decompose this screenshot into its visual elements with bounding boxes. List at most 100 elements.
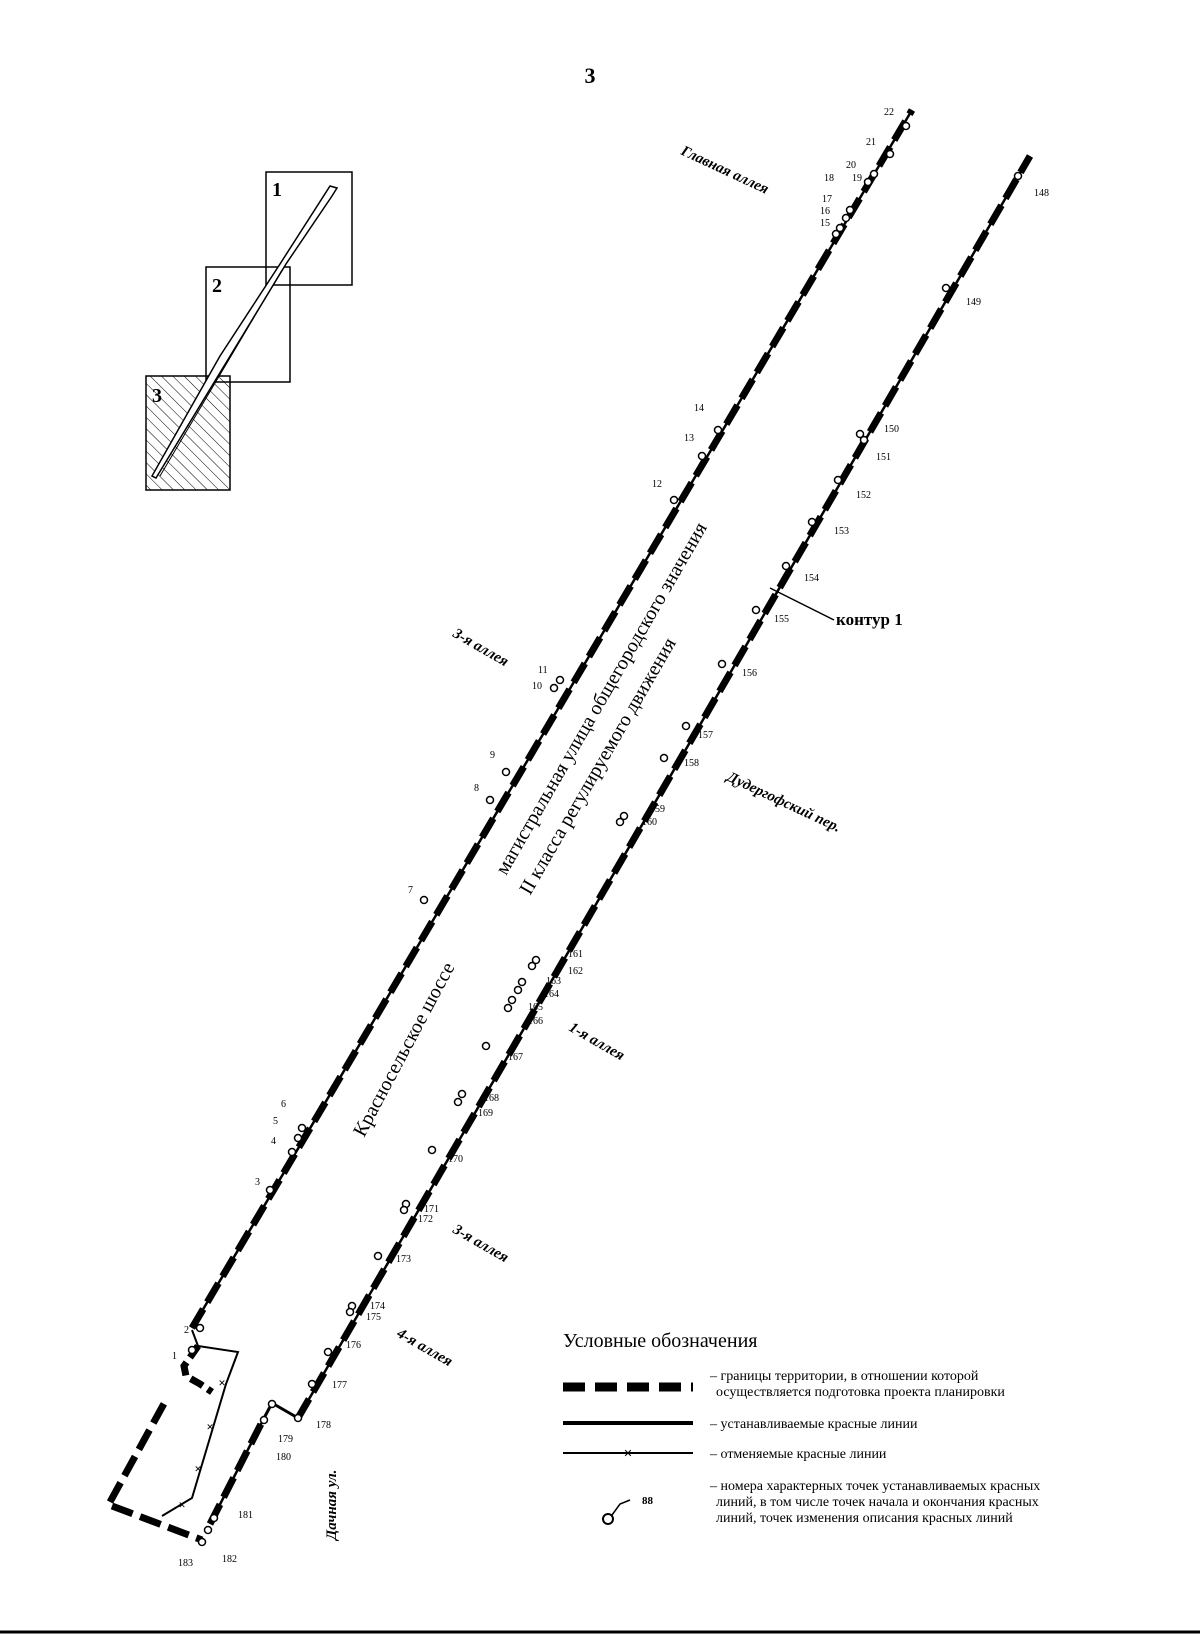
- point-label: 150: [884, 424, 899, 435]
- inset-label-1: 1: [272, 179, 282, 201]
- point-marker: [669, 495, 679, 505]
- point-marker: [781, 561, 791, 571]
- point-label: 176: [346, 1340, 361, 1351]
- left-point-labels: 1 2 3 4 5 6 7 8 9 10 11 12 13 14 15 16 1…: [172, 107, 894, 1362]
- point-marker: [1013, 171, 1023, 181]
- right-point-labels: 148 149 150 151 152 153 154 155 156 157 …: [178, 188, 1049, 1569]
- contour-callout: контур 1: [769, 587, 903, 629]
- point-label: 7: [408, 885, 413, 896]
- svg-text:✕: ✕: [178, 1500, 186, 1510]
- point-marker: [503, 1003, 513, 1013]
- inset-inner-line: [159, 269, 283, 477]
- inset-frame-1: [265, 171, 353, 286]
- point-marker: [287, 1147, 297, 1157]
- legend-item-3: – отменяемые красные линии: [709, 1447, 887, 1462]
- right-red-line-group: [206, 154, 1034, 1526]
- contour-leader: [769, 587, 835, 621]
- point-label: 19: [852, 173, 862, 184]
- point-marker: [531, 955, 541, 965]
- point-label: 180: [276, 1452, 291, 1463]
- right-boundary-lower: [206, 1420, 266, 1526]
- point-marker: [209, 1513, 219, 1523]
- point-marker: [345, 1307, 355, 1317]
- point-marker: [485, 795, 495, 805]
- inset-key-map: 1 2 3: [145, 171, 353, 491]
- point-label: 171: [424, 1204, 439, 1215]
- point-label: 164: [544, 989, 559, 1000]
- point-label: 16: [820, 206, 830, 217]
- boundary-notch: [180, 1343, 214, 1395]
- point-marker: [885, 149, 895, 159]
- point-label: 20: [846, 160, 856, 171]
- inset-frame-2: [205, 266, 291, 383]
- point-label: 170: [448, 1154, 463, 1165]
- point-label: 14: [694, 403, 704, 414]
- point-marker: [717, 659, 727, 669]
- point-marker: [807, 517, 817, 527]
- page-number: 3: [585, 63, 596, 88]
- legend-title: Условные обозначения: [563, 1330, 757, 1352]
- point-marker: [457, 1089, 467, 1099]
- legend-item-4-line1: – номера характерных точек устанавливаем…: [709, 1479, 1040, 1494]
- legend: Условные обозначения – границы территори…: [563, 1330, 1040, 1526]
- point-label: 153: [834, 526, 849, 537]
- point-label: 3: [255, 1177, 260, 1188]
- point-label: 175: [366, 1312, 381, 1323]
- legend-item-2: – устанавливаемые красные линии: [709, 1417, 918, 1432]
- point-label: 159: [650, 804, 665, 815]
- point-label: 165: [528, 1002, 543, 1013]
- legend-item-4-line2: линий, в том числе точек начала и оконча…: [716, 1495, 1039, 1510]
- street-third-alley-b: 3-я аллея: [449, 1221, 511, 1266]
- svg-text:✕: ✕: [218, 1378, 226, 1388]
- point-marker: [203, 1525, 213, 1535]
- point-marker: [831, 229, 841, 239]
- point-marker: [427, 1145, 437, 1155]
- point-marker: [835, 223, 845, 233]
- point-marker: [195, 1323, 205, 1333]
- street-dudergof: Дудергофский пер.: [722, 768, 843, 836]
- point-label: 166: [528, 1016, 543, 1027]
- point-label: 11: [538, 665, 548, 676]
- point-marker: [323, 1347, 333, 1357]
- point-marker: [399, 1205, 409, 1215]
- point-label: 151: [876, 452, 891, 463]
- point-marker: [833, 475, 843, 485]
- point-label: 162: [568, 966, 583, 977]
- point-marker: [513, 985, 523, 995]
- point-marker: [615, 817, 625, 827]
- inset-outline: [150, 185, 339, 479]
- point-marker: [859, 435, 869, 445]
- street-glavnaya: Главная аллея: [677, 143, 771, 198]
- point-label: 8: [474, 783, 479, 794]
- boundary-south: [110, 1502, 204, 1544]
- point-marker: [419, 895, 429, 905]
- legend-item-1-line2: осуществляется подготовка проекта планир…: [716, 1385, 1005, 1400]
- legend-item-4-line3: линий, точек изменения описания красных …: [716, 1511, 1013, 1526]
- point-label: 18: [824, 173, 834, 184]
- point-label: 167: [508, 1052, 523, 1063]
- point-marker: [869, 169, 879, 179]
- point-label: 163: [546, 976, 561, 987]
- street-first-alley: 1-я аллея: [566, 1020, 627, 1065]
- point-label: 172: [418, 1214, 433, 1225]
- legend-symbol-point: [602, 1513, 614, 1525]
- point-label: 21: [866, 137, 876, 148]
- right-boundary-dashed: [294, 154, 1034, 1420]
- point-marker: [259, 1415, 269, 1425]
- left-red-line-group: [188, 108, 916, 1330]
- left-boundary-dashed: [188, 108, 916, 1330]
- cancelled-line-markers: ✕ ✕ ✕ ✕: [178, 1378, 226, 1510]
- point-marker: [527, 961, 537, 971]
- point-label: 178: [316, 1420, 331, 1431]
- point-label: 149: [966, 297, 981, 308]
- point-label: 2: [184, 1325, 189, 1336]
- point-label: 156: [742, 668, 757, 679]
- point-marker: [697, 451, 707, 461]
- point-label: 183: [178, 1558, 193, 1569]
- street-main-line1: магистральная улица общегородского значе…: [491, 519, 711, 879]
- point-marker: [845, 205, 855, 215]
- point-label: 169: [478, 1108, 493, 1119]
- point-label: 1: [172, 1351, 177, 1362]
- point-marker: [841, 213, 851, 223]
